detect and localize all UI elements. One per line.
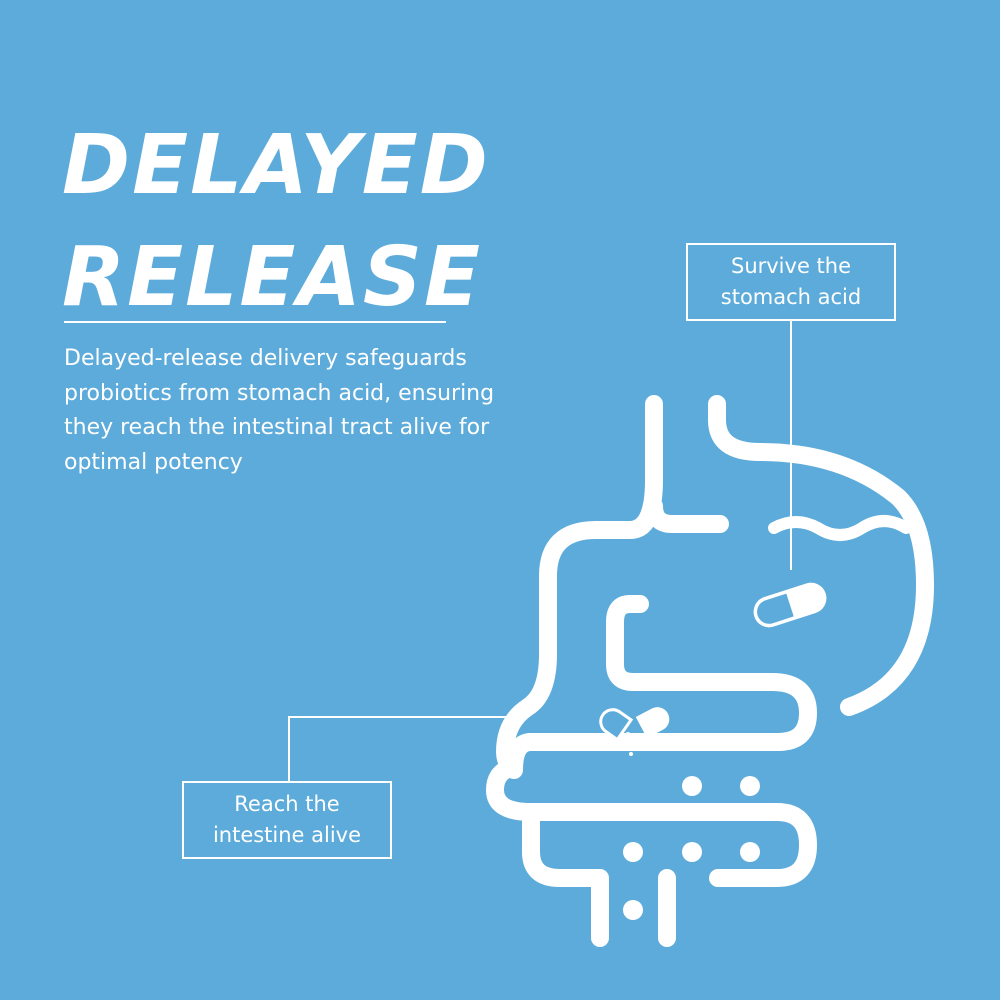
headline-line-1: DELAYED (62, 118, 490, 213)
description-text: Delayed-release delivery safeguards prob… (64, 346, 495, 475)
open-capsule-icon (599, 707, 670, 756)
headline-line-2: RELEASE (62, 230, 482, 325)
stomach-acid-wave (768, 515, 912, 541)
capsule-icon (753, 582, 827, 628)
callout-stomach-label: Survive the stomach acid (720, 254, 862, 309)
probiotic-dots (623, 776, 760, 920)
callout-intestine-connector (288, 716, 520, 781)
callout-intestine-label: Reach the intestine alive (212, 792, 362, 847)
headline-divider (64, 321, 446, 323)
callout-intestine: Reach the intestine alive (182, 781, 392, 859)
headline: DELAYED RELEASE (62, 110, 490, 334)
callout-stomach: Survive the stomach acid (686, 243, 896, 321)
digestive-tract-icon (486, 395, 934, 947)
